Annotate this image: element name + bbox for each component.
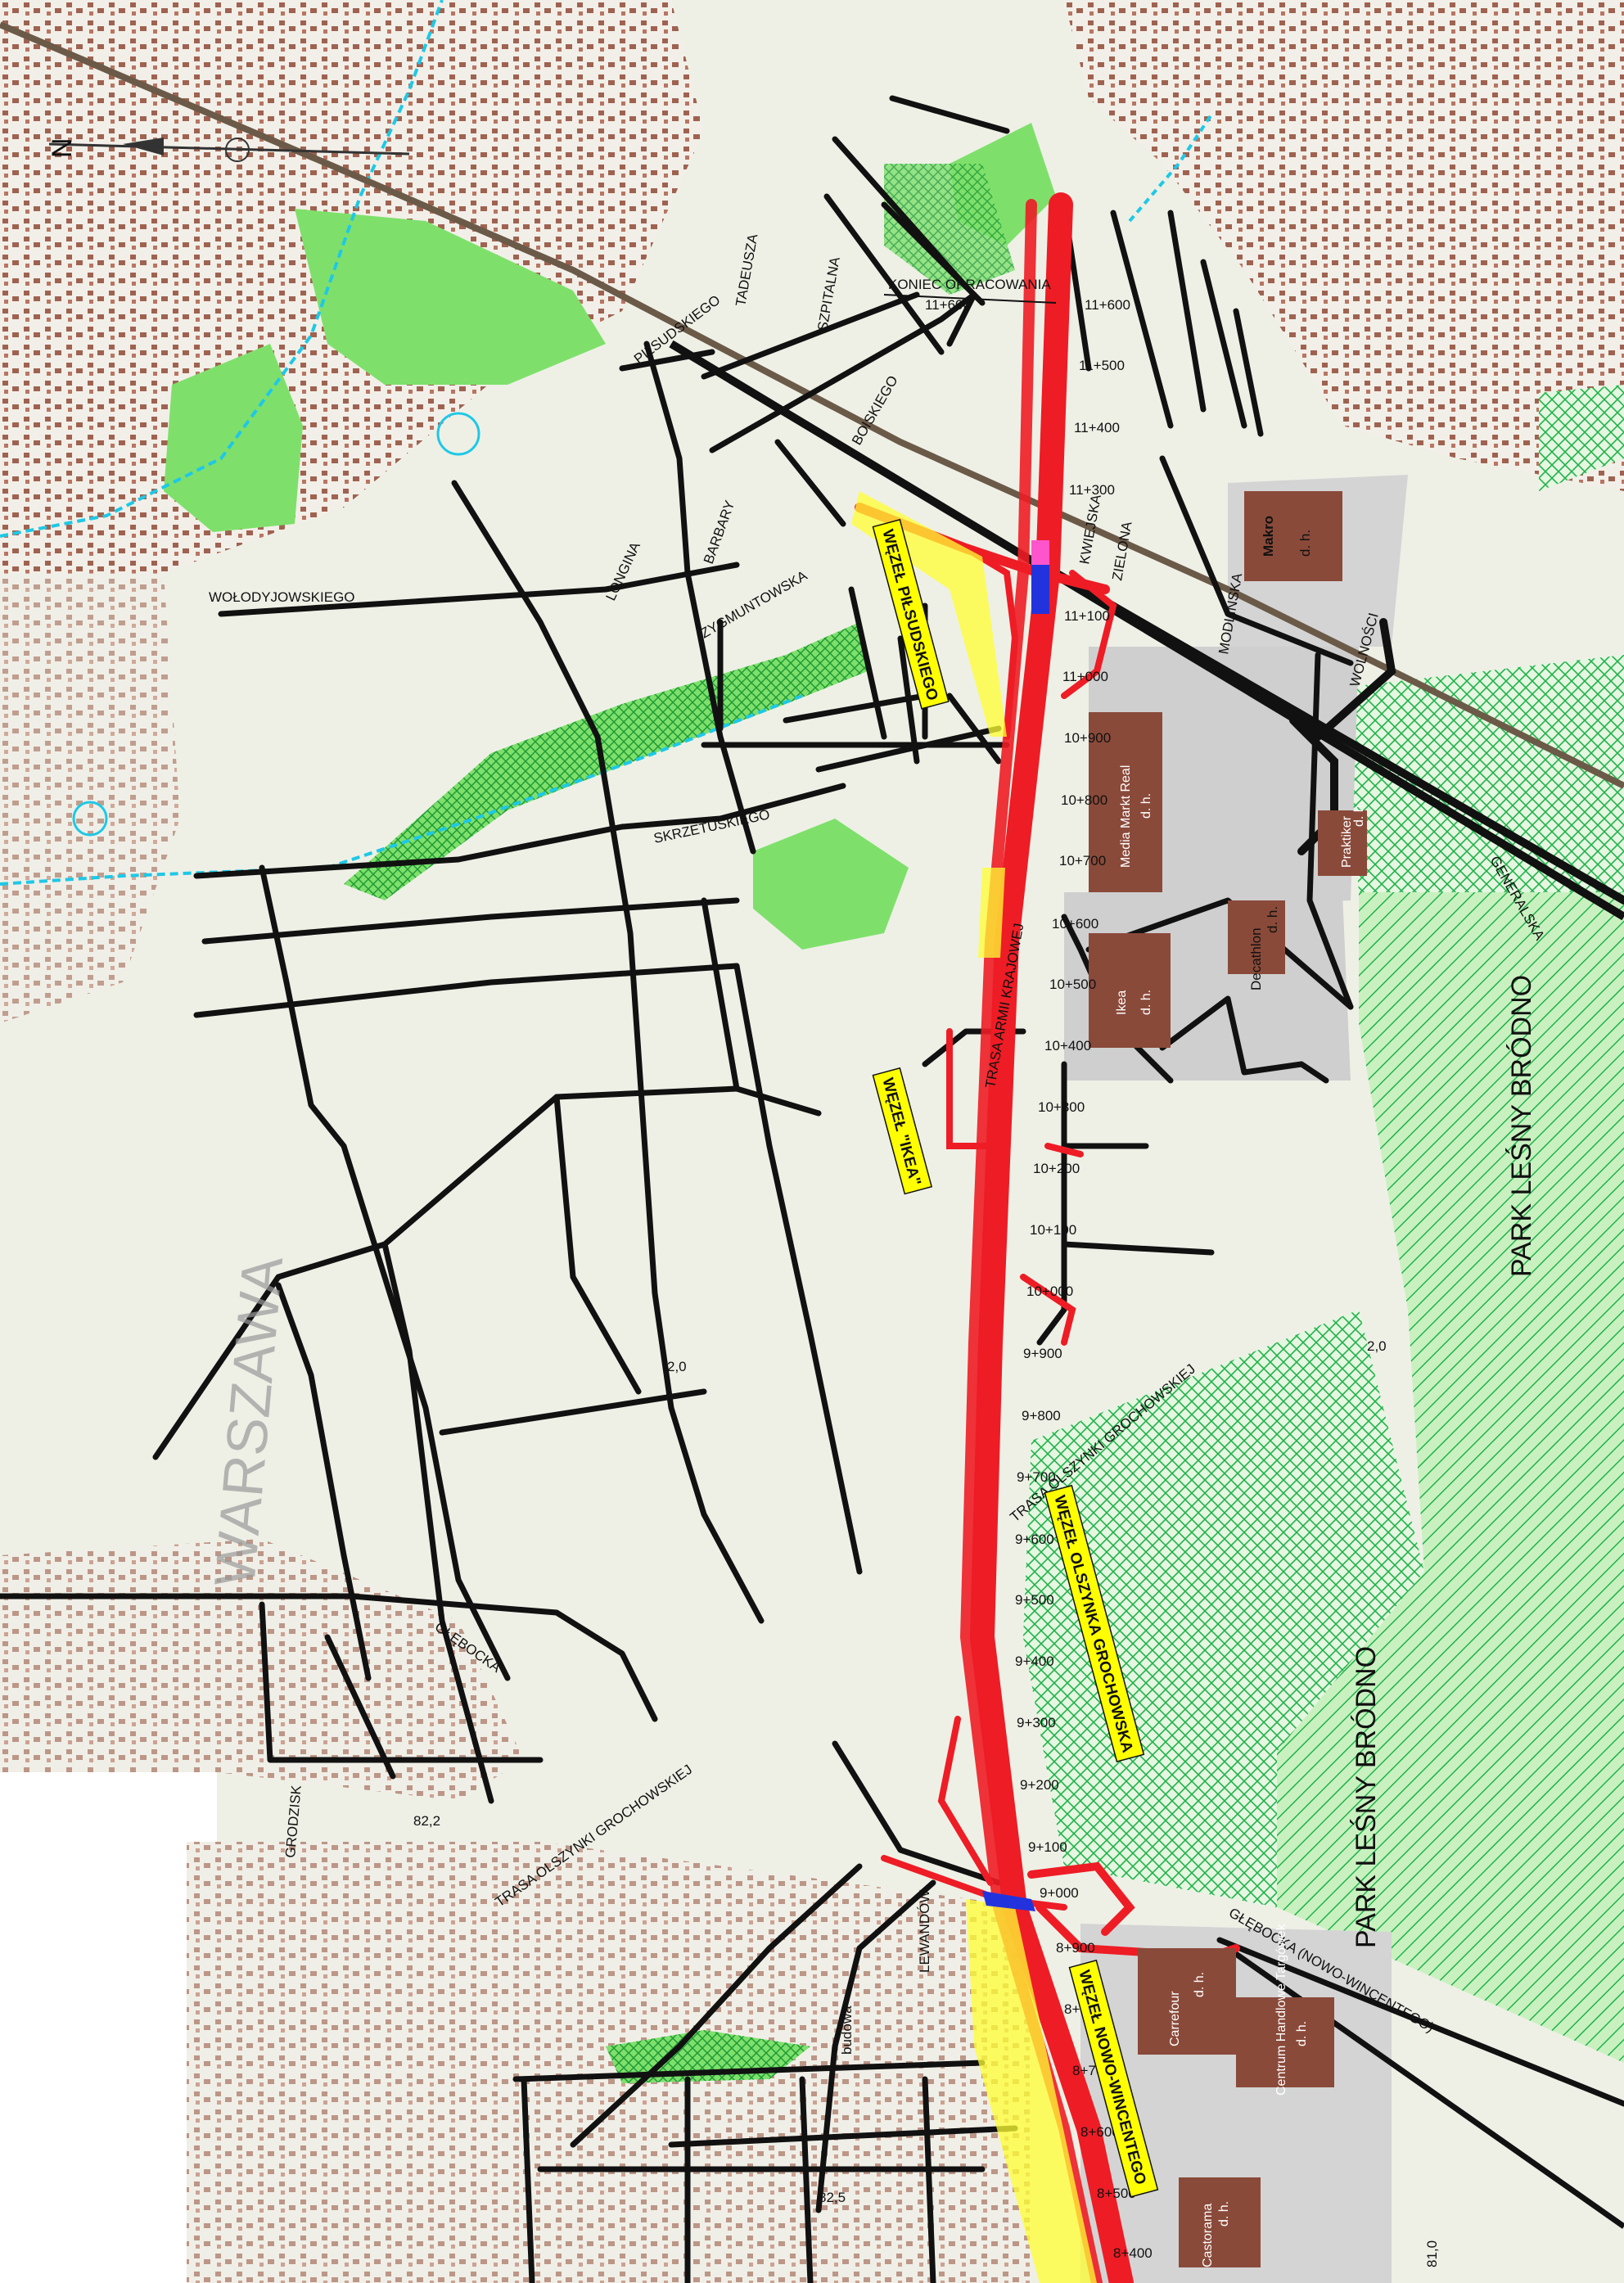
- railway-southeast: [1225, 1946, 1624, 2229]
- km-label: 10+800: [1061, 792, 1107, 808]
- bridge-marker-south: [982, 1891, 1035, 1911]
- urban-area-north-right: [1064, 0, 1624, 491]
- spot-height: 81,0: [1424, 2240, 1440, 2267]
- km-label: 10+700: [1059, 853, 1106, 869]
- water-basin: [436, 412, 480, 456]
- km-label: 9+500: [1015, 1592, 1054, 1608]
- shop-sub-ikea: d. h.: [1139, 990, 1153, 1015]
- railway-line: [0, 21, 1624, 789]
- km-label: 9+000: [1040, 1885, 1079, 1901]
- shop-name-castorama: Castorama: [1201, 2204, 1215, 2267]
- park-lesny-brodno: [1277, 892, 1624, 2063]
- label-koniec-km: 11+600: [925, 297, 971, 313]
- spot-height: 82,2: [413, 1813, 440, 1829]
- stream-blue: [0, 0, 444, 538]
- stream-blue-2: [0, 694, 803, 886]
- shop-sub-makro: d. h.: [1297, 530, 1313, 557]
- kilometer-labels: 11+600 11+500 11+400 11+300 11+100 11+00…: [1015, 297, 1153, 2261]
- label-koniec-opracowania: KONIEC OPRACOWANIA: [888, 277, 1051, 292]
- km-label: 8+900: [1056, 1940, 1095, 1956]
- shop-labels: Makro d. h. Media Markt Real d. h. Ikea …: [1115, 516, 1366, 2267]
- shop-name-targowek: Centrum Handlowe Targówek: [1274, 1923, 1288, 2096]
- urban-area-west: [0, 573, 180, 1023]
- km-label: 8+400: [1113, 2245, 1153, 2261]
- local-roads: [0, 95, 1624, 2283]
- shop-buildings: [1089, 491, 1367, 2267]
- park-hatched-green-east: [1539, 385, 1624, 491]
- shop-name-makro: Makro: [1261, 516, 1276, 557]
- km-label: 9+400: [1015, 1654, 1054, 1669]
- shop-name-carrefour: Carrefour: [1168, 1991, 1182, 2046]
- km-label: 11+400: [1074, 420, 1120, 435]
- spot-height: 82,5: [819, 2190, 846, 2205]
- yellow-highlight-south: [966, 1899, 1097, 2283]
- label-lewandow: LEWANDÓW: [917, 1890, 932, 1973]
- shop-sub-carrefour: d. h.: [1193, 1972, 1207, 1997]
- km-label: 10+300: [1038, 1099, 1085, 1115]
- stream-blue-3: [1128, 113, 1213, 223]
- km-label: 10+900: [1064, 730, 1111, 746]
- compass-rose: N: [47, 138, 410, 162]
- shop-name-praktiker: Praktiker: [1340, 815, 1354, 868]
- km-label: 9+300: [1017, 1715, 1056, 1730]
- shop-name-decathlon: Decathlon: [1248, 927, 1264, 990]
- km-label: 9+900: [1023, 1346, 1062, 1361]
- label-budowa: budowa: [839, 2006, 855, 2055]
- km-label: 9+700: [1017, 1469, 1056, 1485]
- km-label: 8+500: [1097, 2186, 1136, 2201]
- compass-north-label: N: [47, 138, 78, 158]
- label-wolodyjowskiego: WOŁODYJOWSKIEGO: [209, 589, 355, 605]
- blank-margin: [0, 1772, 217, 2283]
- shop-name-ikea: Ikea: [1115, 990, 1129, 1015]
- km-label: 9+200: [1020, 1777, 1059, 1793]
- km-label: 11+000: [1062, 669, 1108, 684]
- km-label: 9+600: [1015, 1532, 1054, 1547]
- km-label: 11+100: [1064, 608, 1110, 624]
- km-label: 11+300: [1069, 482, 1115, 498]
- km-label: 11+500: [1079, 358, 1125, 373]
- label-park-2: PARK LEŚNY BRÓDNO: [1350, 1646, 1382, 1948]
- bridge-marker-north-pink: [1031, 540, 1049, 565]
- km-label: 8+600: [1080, 2124, 1120, 2140]
- spot-heights: 82,5 82,2 81,0 2,0 2,0: [413, 1338, 1440, 2267]
- spot-height: 2,0: [667, 1359, 687, 1374]
- km-label: 11+600: [1085, 297, 1130, 313]
- spot-height: 2,0: [1367, 1338, 1387, 1354]
- km-label: 9+100: [1028, 1839, 1067, 1855]
- shop-name-mediamarkt: Media Markt Real: [1119, 765, 1133, 868]
- green-area-2: [164, 344, 303, 532]
- km-label: 10+100: [1030, 1222, 1076, 1238]
- km-label: 9+800: [1022, 1408, 1061, 1423]
- km-label: 10+500: [1049, 977, 1096, 992]
- shop-sub-mediamarkt: d. h.: [1139, 793, 1153, 819]
- green-area-3: [753, 819, 909, 950]
- shop-sub-castorama: d. h.: [1217, 2201, 1231, 2227]
- yellow-highlight-north: [851, 491, 1007, 737]
- urban-area-south-west: [0, 1539, 524, 1801]
- label-park-1: PARK LEŚNY BRÓDNO: [1505, 975, 1537, 1277]
- green-area-1: [295, 209, 606, 385]
- yellow-highlight-middle: [978, 868, 1005, 958]
- shop-sub-praktiker: d. h.: [1352, 801, 1366, 827]
- km-label: 10+600: [1052, 916, 1098, 932]
- shop-sub-decathlon: d. h.: [1265, 906, 1280, 933]
- km-label: 10+200: [1033, 1161, 1080, 1176]
- km-label: 10+400: [1044, 1038, 1091, 1054]
- green-area-6: [884, 164, 1015, 295]
- water-tower: [72, 801, 108, 837]
- km-label: 10+000: [1026, 1284, 1073, 1299]
- park-hatched-green-upper: [1342, 655, 1624, 892]
- green-corridor: [344, 622, 868, 900]
- shop-sub-targowek: d. h.: [1295, 2021, 1309, 2046]
